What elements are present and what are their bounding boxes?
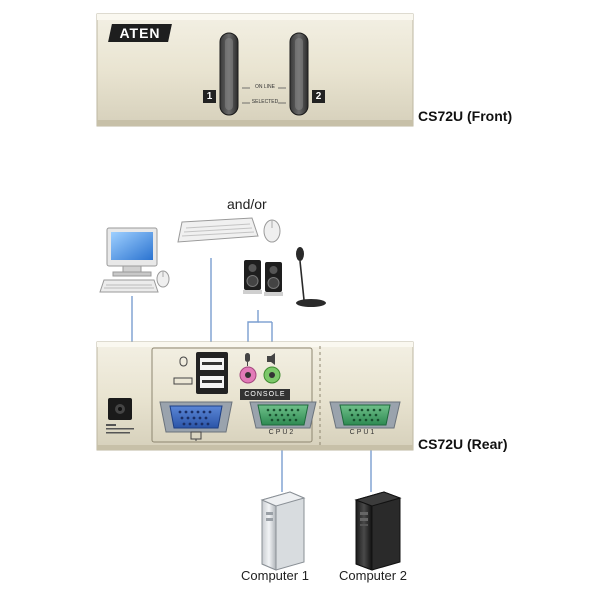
led-online-label: ON LINE: [254, 84, 275, 90]
aten-logo: ATEN: [108, 24, 172, 42]
mouse-icon: [263, 219, 281, 243]
port-2-badge: [312, 90, 325, 103]
monitor-icon: [106, 227, 158, 277]
computer-1-label: Computer 1: [241, 568, 309, 583]
console-label: CONSOLE: [244, 391, 286, 398]
cpu1-label: CPU1: [349, 429, 377, 436]
microphone-icon: [296, 247, 326, 307]
front-label: CS72U (Front): [418, 108, 513, 124]
desktop-keyboard-icon: [99, 279, 159, 293]
microphone-jack[interactable]: [239, 366, 257, 384]
cpu1-port[interactable]: [329, 401, 401, 429]
speakers-icon: [243, 260, 283, 296]
aten-logo-text: ATEN: [119, 25, 161, 41]
monitor-port-icon: [190, 431, 202, 441]
microphone-port-icon: [245, 353, 250, 366]
port-2-number: 2: [315, 91, 322, 102]
speaker-jack[interactable]: [263, 366, 281, 384]
mouse-port-icon: [179, 356, 188, 367]
desktop-mouse-icon: [156, 270, 170, 288]
cpu2-label: CPU2: [268, 429, 296, 436]
console-section-outline: [151, 347, 313, 443]
power-jack[interactable]: [108, 398, 132, 420]
computer-2-tower-icon: [354, 491, 402, 571]
rear-label: CS72U (Rear): [418, 436, 508, 452]
port-1-number: 1: [206, 91, 213, 102]
power-rating-text-mark: [106, 424, 134, 434]
speaker-port-icon: [267, 353, 275, 365]
led-selected-label: SELECTED: [251, 99, 279, 105]
and-or-label: and/or: [227, 196, 267, 212]
port-2-switch: [289, 32, 309, 116]
cpu2-port[interactable]: [249, 401, 317, 429]
keyboard-icon: [177, 217, 259, 243]
keyboard-port-icon: [173, 377, 193, 385]
computer-2-label: Computer 2: [339, 568, 407, 583]
console-badge: [240, 389, 290, 400]
console-vga-port[interactable]: [159, 401, 233, 433]
port-1-badge: [203, 90, 216, 103]
led-indicator-lines: [242, 87, 286, 104]
computer-1-tower-icon: [260, 491, 306, 571]
usb-ports[interactable]: [196, 352, 228, 394]
port-1-switch: [219, 32, 239, 116]
